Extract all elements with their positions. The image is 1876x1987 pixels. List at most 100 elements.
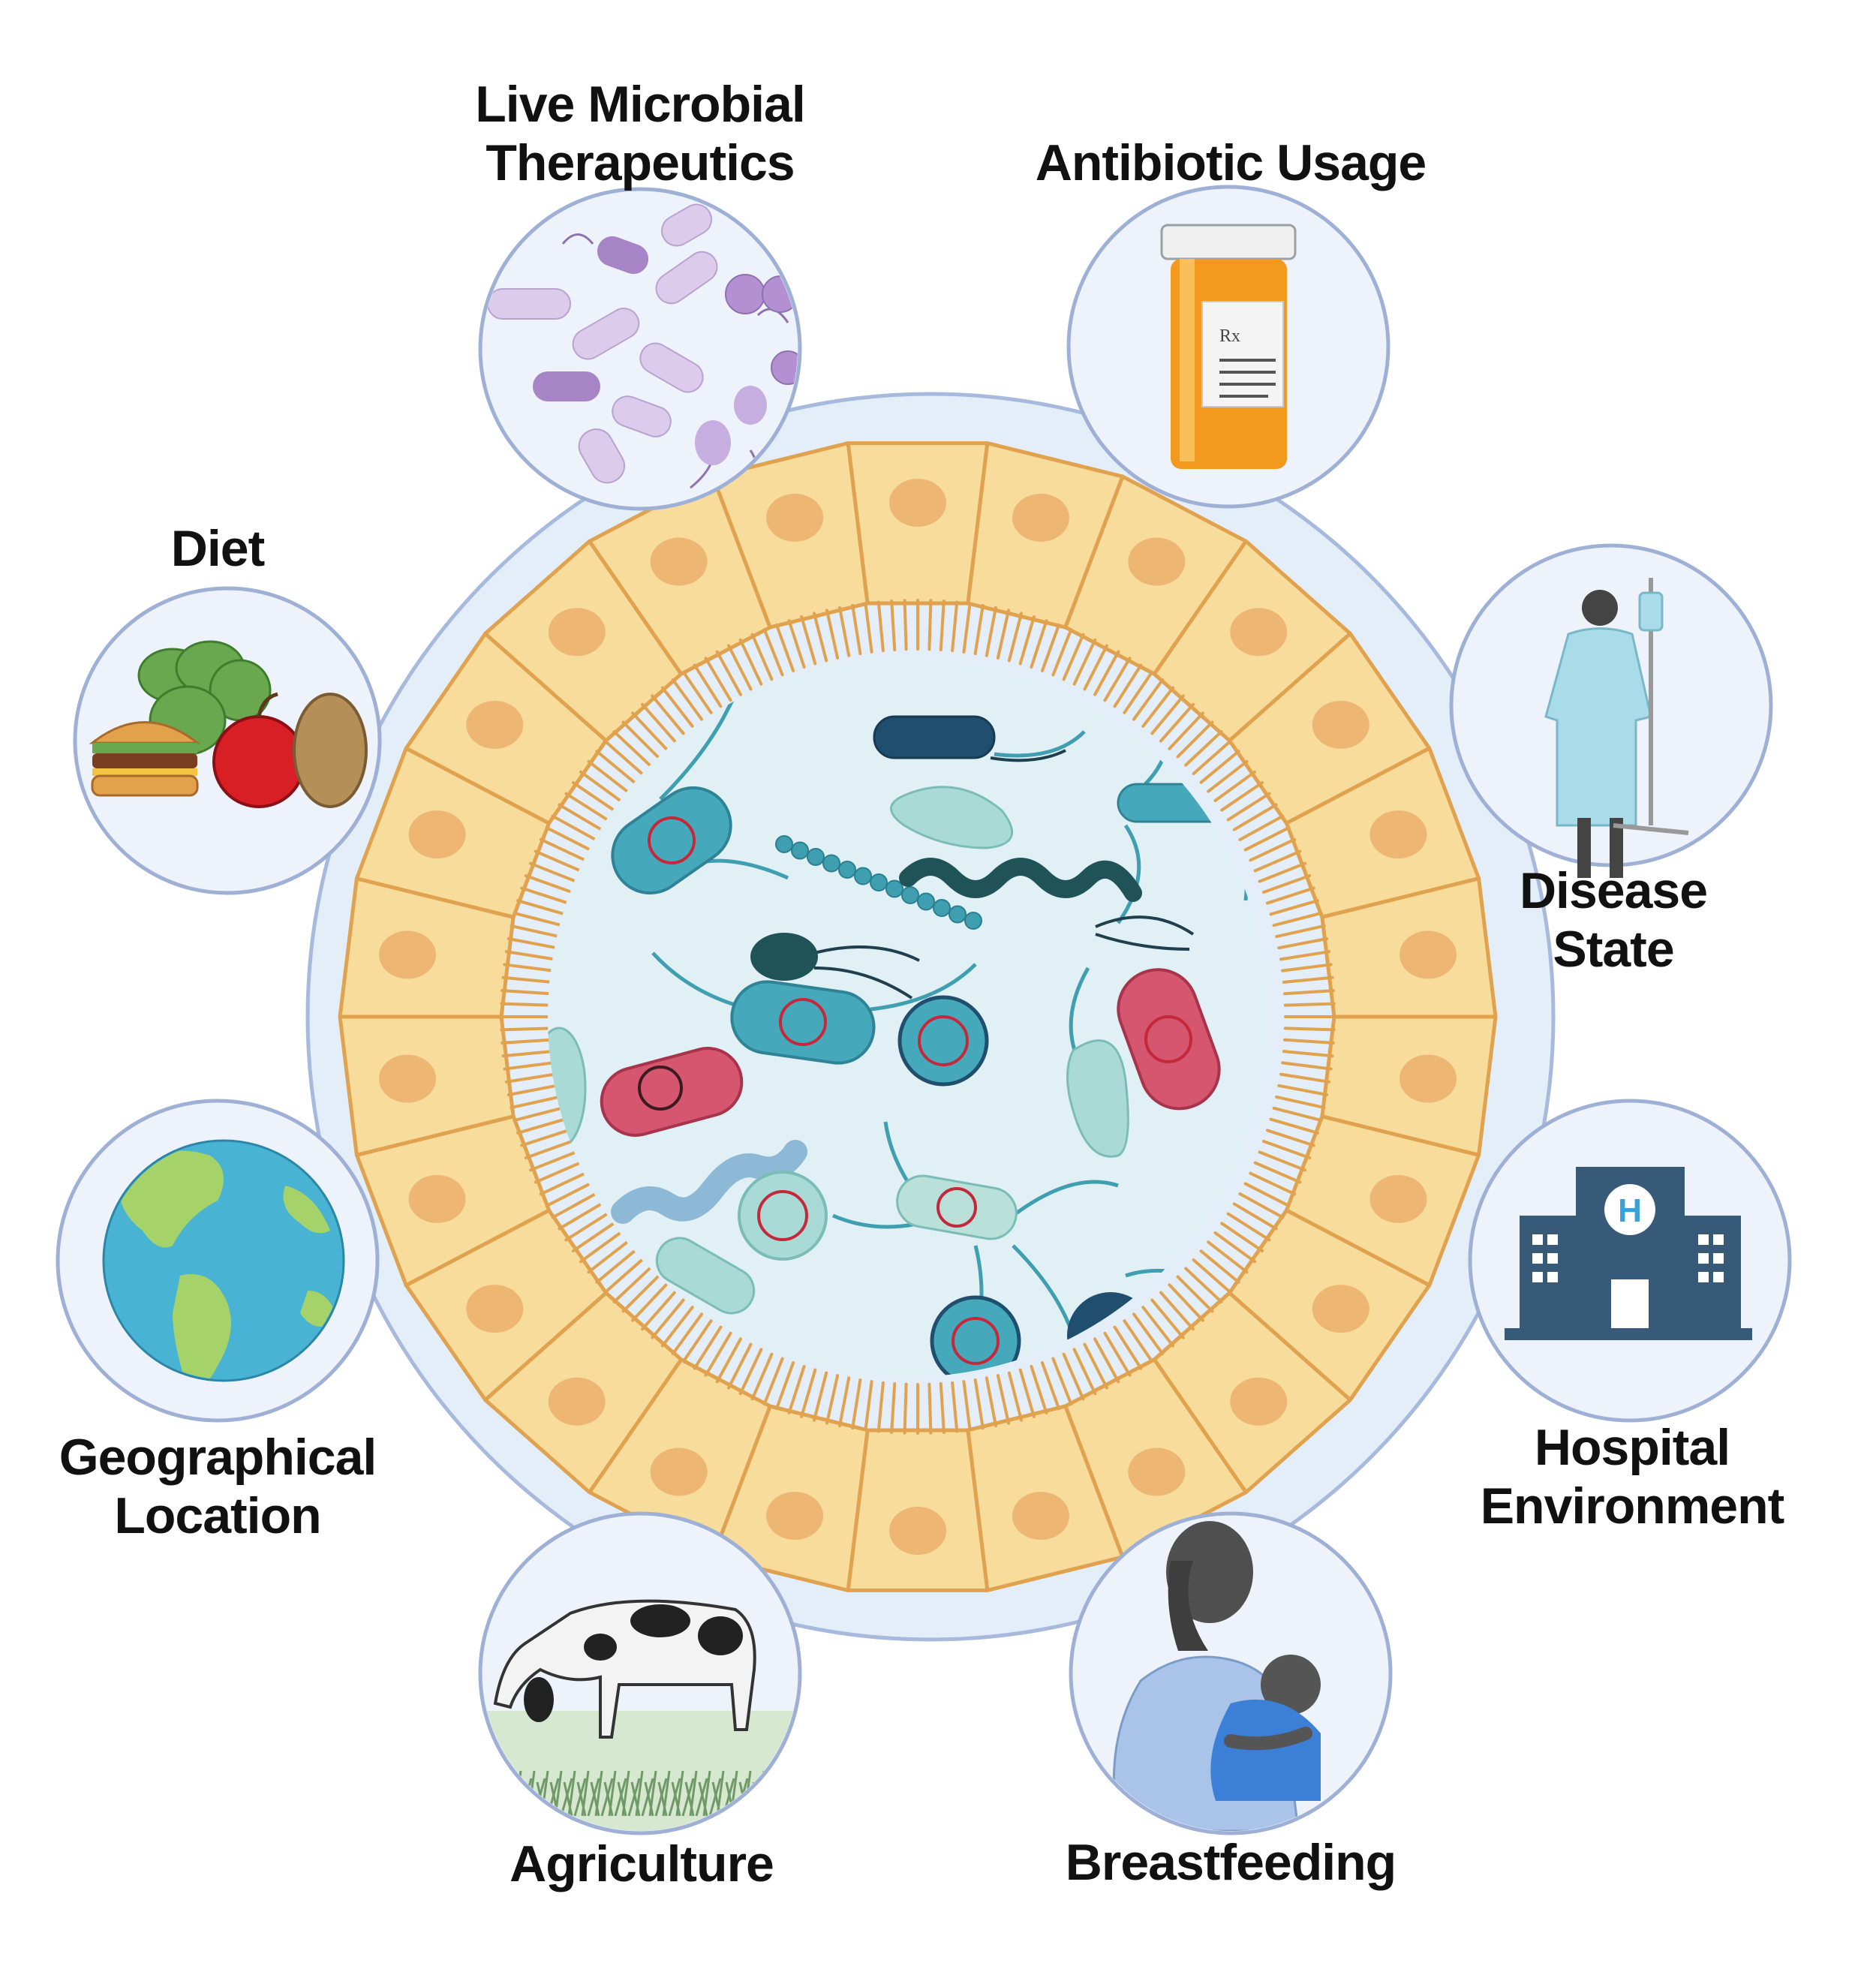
microvillus: [558, 1202, 603, 1231]
microvillus: [1176, 1275, 1214, 1313]
microvillus: [1083, 644, 1108, 691]
coccus-bead: [933, 899, 951, 917]
label-line: Location: [114, 1487, 321, 1544]
microvillus: [539, 837, 587, 862]
window: [1698, 1272, 1709, 1282]
cell-nucleus: [408, 810, 466, 859]
microvillus: [1272, 911, 1323, 927]
microvillus: [1030, 619, 1048, 669]
microvillus: [903, 1382, 908, 1435]
microvillus: [1283, 1038, 1335, 1045]
microvillus: [1269, 1117, 1319, 1135]
microvillus: [500, 1002, 552, 1007]
microvillus: [1030, 1365, 1048, 1414]
microvillus: [551, 1192, 597, 1219]
label-live-microbial-therapeutics: Live Microbial Therapeutics: [430, 75, 850, 192]
window: [1547, 1272, 1558, 1282]
grass-blade: [792, 1770, 798, 1817]
breastfeeding-mother-icon: [1069, 1511, 1393, 1835]
microvillus: [1132, 678, 1165, 721]
microvillus: [1150, 1298, 1185, 1339]
microvillus: [1192, 739, 1232, 775]
microvillus: [1123, 1319, 1153, 1363]
microvillus: [1062, 633, 1085, 681]
microvillus: [787, 619, 806, 669]
cell-nucleus: [378, 930, 436, 979]
microvillus: [1103, 657, 1132, 702]
microvillus: [1243, 1182, 1291, 1207]
microvillus: [903, 599, 908, 651]
microvillus: [1192, 1258, 1232, 1294]
microvillus: [631, 1283, 668, 1322]
microvillus: [503, 1061, 555, 1071]
microvillus: [660, 1306, 694, 1348]
microvillus: [1275, 1095, 1326, 1110]
microvillus: [1051, 627, 1073, 677]
label-disease-state: Disease State: [1486, 861, 1741, 978]
microvillus: [1226, 1212, 1271, 1242]
cell-nucleus: [466, 1285, 524, 1333]
microvillus: [1282, 1050, 1334, 1058]
label-line: Disease: [1519, 862, 1708, 919]
coccus-bead: [964, 912, 982, 930]
window: [1713, 1272, 1724, 1282]
microvillus: [1238, 814, 1285, 841]
cell-nucleus: [650, 537, 708, 586]
antibiotic-pill-bottle-icon: Rx: [1066, 185, 1390, 509]
microvillus: [727, 1342, 753, 1390]
microvillus: [864, 1380, 873, 1432]
microvillus: [939, 600, 946, 651]
microvillus: [1113, 1325, 1143, 1370]
cell-nucleus: [1399, 1054, 1457, 1103]
coccus-bead: [885, 879, 903, 898]
microvillus: [1007, 1371, 1024, 1422]
coccus-bead: [838, 861, 856, 879]
cell-nucleus: [1012, 1492, 1069, 1541]
cell-nucleus: [1312, 700, 1369, 749]
microvillus: [762, 1357, 784, 1406]
microvillus: [671, 1312, 703, 1356]
microvillus: [1159, 1291, 1195, 1331]
microvillus: [1113, 663, 1143, 708]
microvillus: [864, 602, 873, 654]
label-breastfeeding: Breastfeeding: [1036, 1833, 1426, 1892]
microvillus: [501, 989, 552, 996]
microvillus: [1150, 694, 1185, 735]
microvillus: [545, 826, 592, 852]
grass-blade: [495, 1770, 519, 1817]
cell-nucleus: [1369, 810, 1427, 859]
microvillus: [939, 1382, 946, 1434]
microvillus: [1283, 1002, 1336, 1007]
coccus-bead: [822, 854, 840, 873]
microvillus: [651, 1298, 685, 1339]
label-hospital-environment: Hospital Environment: [1456, 1418, 1808, 1535]
microvillus: [651, 694, 685, 735]
microvillus: [693, 663, 723, 708]
microvillus: [1141, 686, 1175, 728]
label-line: Live Microbial: [475, 76, 805, 133]
microvillus: [1072, 1348, 1097, 1396]
microvillus: [507, 1084, 558, 1096]
microvillus: [890, 600, 897, 651]
microvillus: [750, 1352, 774, 1401]
microvillus: [558, 803, 603, 831]
microvillus: [539, 1171, 587, 1196]
microvillus: [524, 1139, 573, 1159]
cell-nucleus: [466, 700, 524, 749]
window: [1547, 1234, 1558, 1245]
microvillus: [951, 600, 959, 653]
microvillus: [1232, 803, 1278, 831]
microvillus: [621, 1275, 660, 1313]
microvillus: [1283, 989, 1335, 996]
microvillus: [812, 1371, 828, 1422]
microvillus: [682, 670, 713, 714]
cell-nucleus: [1230, 1377, 1288, 1426]
microvillus: [890, 1382, 897, 1434]
microvillus: [851, 1378, 862, 1430]
microvillus: [715, 1337, 742, 1384]
microvillus: [1213, 770, 1257, 802]
coccus-bead: [949, 905, 967, 924]
live-microbial-icon: [478, 187, 802, 511]
microvillus: [545, 1182, 592, 1207]
microvillus: [595, 1249, 636, 1284]
